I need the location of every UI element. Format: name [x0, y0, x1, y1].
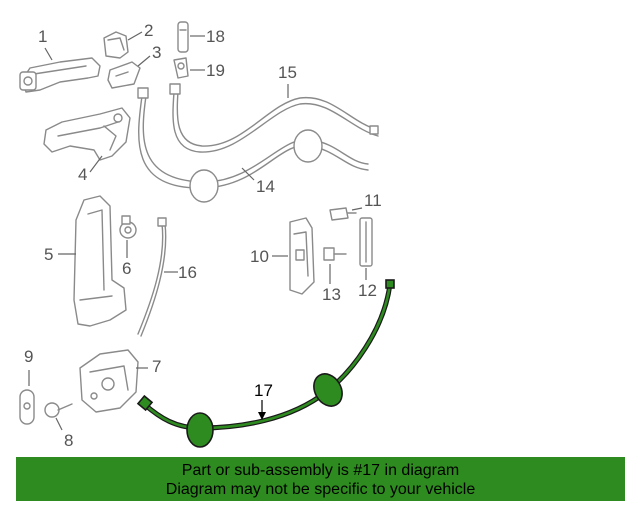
callout-11: 11 — [364, 191, 382, 210]
part-19-clip — [173, 57, 189, 79]
part-10-bracket — [289, 217, 315, 295]
callout-2: 2 — [144, 21, 153, 40]
part-17-cable-highlighted — [136, 279, 395, 448]
callout-4: 4 — [78, 165, 87, 184]
callout-8: 8 — [64, 431, 73, 450]
part-9-escutcheon — [19, 389, 35, 425]
callout-13: 13 — [322, 285, 341, 304]
callout-6: 6 — [122, 259, 131, 278]
callout-12: 12 — [358, 281, 377, 300]
callout-16: 16 — [178, 263, 197, 282]
part-4-handle-carrier — [43, 107, 131, 161]
banner-line-2: Diagram may not be specific to your vehi… — [165, 481, 476, 498]
callout-19: 19 — [206, 61, 225, 80]
part-3-gasket — [107, 61, 141, 89]
callout-3: 3 — [152, 43, 161, 62]
callout-9: 9 — [24, 347, 33, 366]
callout-14: 14 — [256, 177, 275, 196]
callout-18: 18 — [206, 27, 225, 46]
part-14-cable — [137, 87, 369, 203]
info-banner: Part or sub-assembly is #17 in diagram D… — [16, 457, 625, 501]
part-13-screw — [323, 247, 347, 261]
part-18-pin — [177, 21, 189, 53]
part-15-cable — [169, 83, 379, 153]
banner-line-1: Part or sub-assembly is #17 in diagram — [181, 462, 460, 479]
callout-5: 5 — [44, 245, 53, 264]
part-8-screw — [44, 402, 73, 418]
callout-7: 7 — [152, 357, 161, 376]
part-6-bolt — [119, 215, 137, 239]
callout-17: 17 — [254, 381, 273, 400]
part-5-bracket — [73, 195, 127, 327]
part-2-handle-cap — [103, 31, 129, 59]
part-11-bolt — [329, 207, 357, 221]
part-1-outside-handle — [19, 57, 101, 93]
callout-1: 1 — [38, 27, 47, 46]
callout-10: 10 — [250, 247, 269, 266]
part-16-rod — [137, 217, 167, 337]
part-7-latch — [79, 349, 139, 413]
callout-15: 15 — [278, 63, 297, 82]
part-12-striker — [359, 217, 373, 267]
